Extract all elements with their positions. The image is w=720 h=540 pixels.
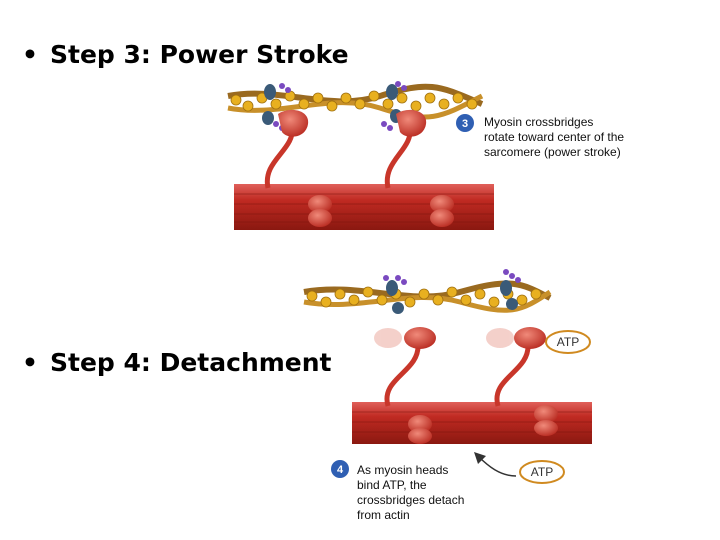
myosin-head [534, 405, 558, 423]
myosin-head [308, 209, 332, 227]
myosin-head-detached [404, 327, 436, 349]
actin-filament [303, 269, 552, 314]
bullet-step-3: • Step 3: Power Stroke [22, 40, 349, 69]
troponin-complex [386, 280, 518, 314]
step-4-caption-line: from actin [357, 508, 410, 522]
bullet-step-3-text: Step 3: Power Stroke [49, 40, 349, 69]
arrow-head [474, 452, 486, 464]
calcium-markers [273, 81, 407, 131]
thick-filament [352, 402, 592, 444]
bullet-step-4-text: Step 4: Detachment [49, 348, 332, 377]
actin-monomers [306, 286, 542, 308]
myosin-head-attached [396, 109, 427, 137]
actin-filament [227, 81, 484, 131]
bullet-step-4: • Step 4: Detachment [22, 348, 332, 377]
panel-power-stroke: 3 Myosin crossbridges rotate toward cent… [227, 81, 624, 230]
step-3-caption-line: sarcomere (power stroke) [484, 145, 621, 159]
step-4-caption-line: As myosin heads [357, 463, 448, 477]
atp-free-badge [519, 460, 565, 484]
myosin-head [430, 209, 454, 227]
step-3-number: 3 [462, 118, 468, 130]
step-3-badge [456, 114, 474, 132]
myosin-head [308, 195, 332, 213]
step-4-caption-line: crossbridges detach [357, 493, 464, 507]
bullet-dot: • [22, 40, 38, 69]
step-3-caption-line: Myosin crossbridges [484, 115, 593, 129]
step-4-caption-line: bind ATP, the [357, 478, 427, 492]
step-3-caption-line: rotate toward center of the [484, 130, 624, 144]
atp-free-label: ATP [531, 465, 553, 479]
myosin-head [408, 428, 432, 444]
ghost-myosin-heads [374, 328, 514, 348]
arrow-atp [477, 455, 517, 477]
panel-detachment: ATP ATP 4 As myosin heads bind ATP, the … [303, 269, 592, 522]
myosin-head [534, 420, 558, 436]
actin-monomers [230, 90, 478, 112]
bullet-dot: • [22, 348, 38, 377]
myosin-head-detached [514, 327, 546, 349]
myosin-neck [384, 343, 421, 407]
atp-bound-label: ATP [557, 335, 579, 349]
myosin-head-attached [278, 109, 309, 137]
myosin-neck [494, 343, 531, 407]
calcium-markers [383, 269, 521, 285]
myosin-head [430, 195, 454, 213]
atp-bound-badge [545, 330, 591, 354]
thick-filament [234, 184, 494, 230]
step-4-badge [331, 460, 349, 478]
myosin-head [408, 415, 432, 433]
step-4-number: 4 [337, 464, 344, 476]
